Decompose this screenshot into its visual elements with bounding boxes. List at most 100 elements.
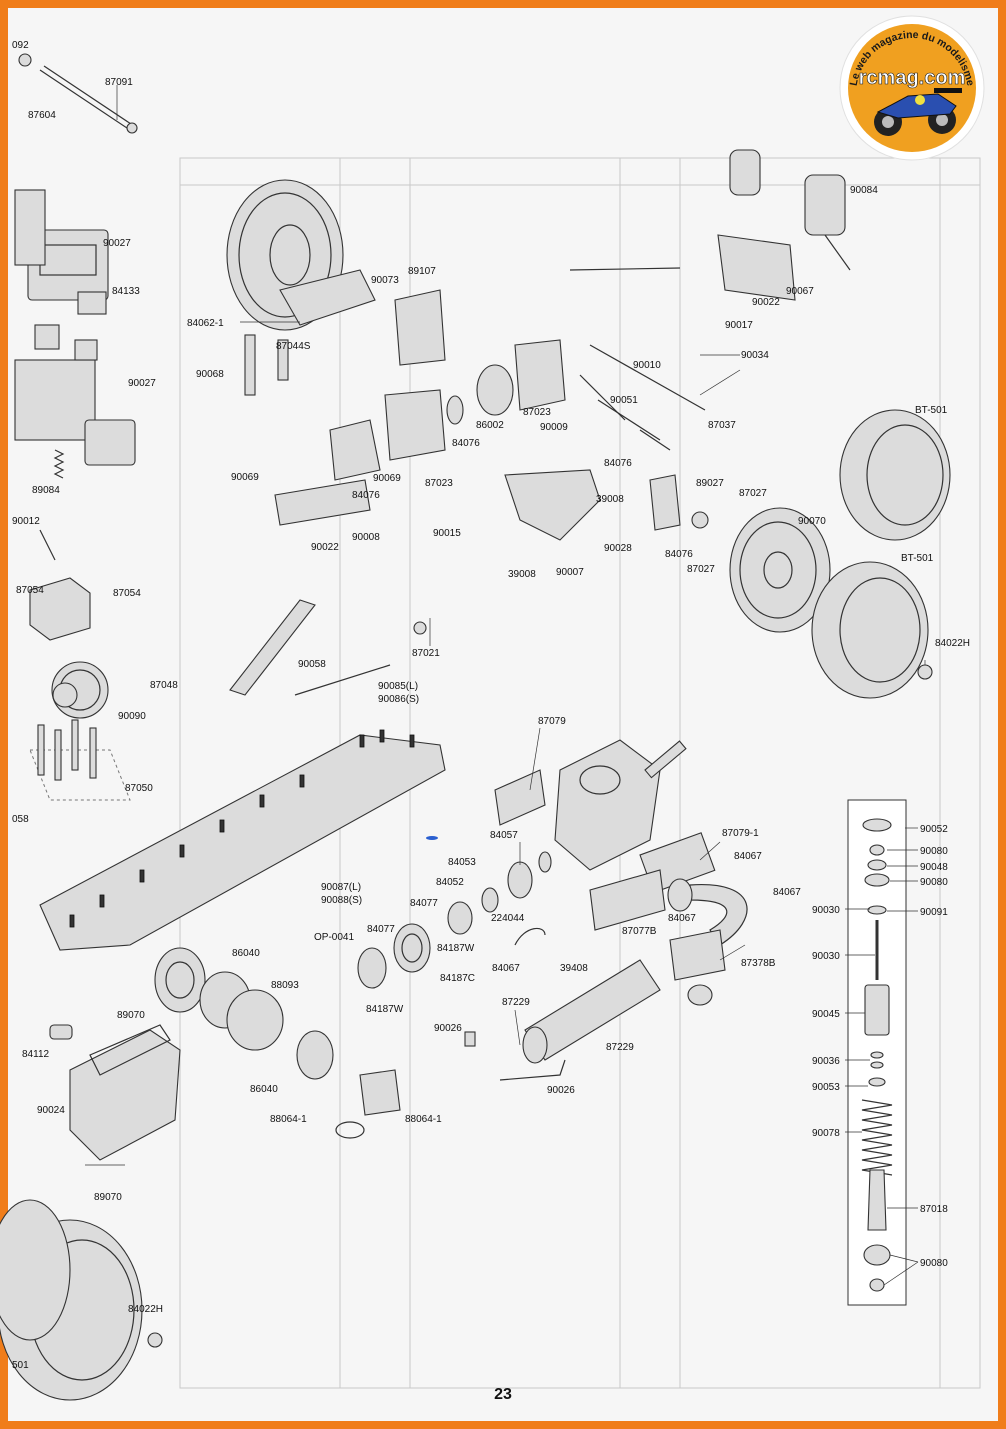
part-tire-bt501-top: [839, 409, 951, 541]
part-nut-84022h: [917, 664, 933, 680]
label-bt-501: BT-501: [901, 553, 934, 564]
label-89107: 89107: [408, 266, 436, 277]
label-84067: 84067: [773, 887, 801, 898]
label-501: 501: [12, 1360, 29, 1371]
label-op-0041: OP-0041: [314, 932, 354, 943]
part-wire-84067: [514, 927, 546, 946]
part-receiver-box: [14, 324, 136, 466]
logo-buggy-icon: [874, 88, 962, 136]
part-servo-90027: [14, 189, 109, 301]
label-90030: 90030: [812, 905, 840, 916]
part-header-pipe: [667, 878, 748, 946]
label-84133: 84133: [112, 286, 140, 297]
part-rod-90085: [294, 621, 427, 696]
background-table-ghost: [179, 157, 981, 1389]
part-spring-89084: [53, 449, 65, 479]
ink-speck: [426, 836, 438, 840]
label-86040: 86040: [232, 948, 260, 959]
part-clutch-bell-84187c: [393, 923, 431, 973]
label-90009: 90009: [540, 422, 568, 433]
label-90028: 90028: [604, 543, 632, 554]
label-87091: 87091: [105, 77, 133, 88]
label-87044s: 87044S: [276, 341, 311, 352]
part-gearbox-87023: [329, 389, 446, 481]
label-87023: 87023: [425, 478, 453, 489]
label-86040: 86040: [250, 1084, 278, 1095]
label-87054: 87054: [113, 588, 141, 599]
label-90052: 90052: [920, 824, 948, 835]
label-84187c: 84187C: [440, 973, 475, 984]
label-058: 058: [12, 814, 29, 825]
part-filter-88093: [199, 971, 284, 1051]
label-84076: 84076: [452, 438, 480, 449]
label-90008: 90008: [352, 532, 380, 543]
label-90036: 90036: [812, 1056, 840, 1067]
label-88093: 88093: [271, 980, 299, 991]
label-86002: 86002: [476, 420, 504, 431]
label-84053: 84053: [448, 857, 476, 868]
label-84067: 84067: [492, 963, 520, 974]
label-90022: 90022: [311, 542, 339, 553]
label-224044: 224044: [491, 913, 525, 924]
part-switch-84133: [77, 291, 107, 315]
label-84187w: 84187W: [437, 943, 475, 954]
label-90027: 90027: [103, 238, 131, 249]
label-84187w: 84187W: [366, 1004, 404, 1015]
label-90051: 90051: [610, 395, 638, 406]
label-90080: 90080: [920, 877, 948, 888]
label-88064-1: 88064-1: [405, 1114, 442, 1125]
page-number: 23: [494, 1386, 512, 1403]
shock-exploded-box: [847, 799, 907, 1306]
label-90068: 90068: [196, 369, 224, 380]
part-arm-lower: [504, 469, 601, 541]
label-90090: 90090: [118, 711, 146, 722]
label-90026: 90026: [434, 1023, 462, 1034]
label-90067: 90067: [786, 286, 814, 297]
label-87037: 87037: [708, 420, 736, 431]
part-coupler-87378b: [669, 929, 726, 1006]
label-89070: 89070: [117, 1010, 145, 1021]
label-84022h: 84022H: [128, 1304, 163, 1315]
part-labels: 092 87091 87604 90027 84133 90027 89084 …: [12, 40, 970, 1371]
label-90007: 90007: [556, 567, 584, 578]
part-chassis-plate: [39, 729, 446, 951]
part-arm-90073: [279, 269, 446, 366]
label-87048: 87048: [150, 680, 178, 691]
label-84076: 84076: [665, 549, 693, 560]
part-link-87091: [18, 53, 138, 134]
part-nut-84022h-lower: [147, 1332, 163, 1348]
part-diff-86002: [446, 364, 514, 425]
label-87079: 87079: [538, 716, 566, 727]
label-87604: 87604: [28, 110, 56, 121]
part-diff-case-87023: [514, 339, 566, 411]
label-90012: 90012: [12, 516, 40, 527]
label-87229: 87229: [606, 1042, 634, 1053]
label-90053: 90053: [812, 1082, 840, 1093]
label-84077: 84077: [410, 898, 438, 909]
label-89084: 89084: [32, 485, 60, 496]
part-flywheel-84057: [507, 851, 552, 899]
label-90048: 90048: [920, 862, 948, 873]
label-89070: 89070: [94, 1192, 122, 1203]
label-87021: 87021: [412, 648, 440, 659]
label-84112: 84112: [22, 1049, 50, 1060]
part-turnbuckle-90009: [597, 399, 671, 451]
label-90010: 90010: [633, 360, 661, 371]
leader-lines: [85, 85, 926, 1286]
logo-brand-text: rcmag.com: [859, 67, 966, 89]
label-90087-l: 90087(L): [321, 882, 361, 893]
label-bt-501: BT-501: [915, 405, 948, 416]
part-mount-87054: [29, 529, 91, 641]
rcmag-logo: Le web magazine du modelisme rcmag.com: [839, 15, 985, 161]
label-87079-1: 87079-1: [722, 828, 759, 839]
part-posts-87050: [29, 719, 131, 801]
part-gear-90090: [51, 661, 109, 719]
label-90088-s: 90088(S): [321, 895, 362, 906]
label-90030: 90030: [812, 951, 840, 962]
label-87077b: 87077B: [622, 926, 657, 937]
part-clutch-84052: [447, 887, 499, 935]
part-spring-hanger-90026: [464, 1031, 566, 1081]
label-84067: 84067: [734, 851, 762, 862]
